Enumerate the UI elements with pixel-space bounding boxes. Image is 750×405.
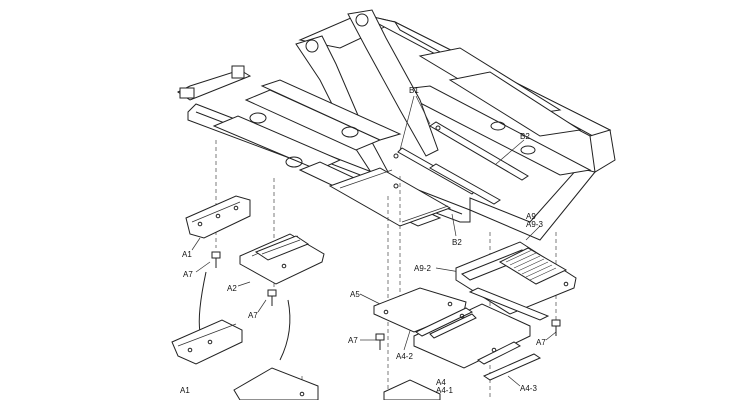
label-a4-2: A4-2 [396,352,413,361]
bottom-plate-left [233,367,319,401]
label-a5: A5 [350,290,360,299]
part-a9 [455,241,577,321]
bolt-a7-left [211,251,221,268]
label-a4-1: A4-1 [436,386,453,395]
label-a1-top: A1 [182,250,192,259]
label-a1-bottom: A1 [180,386,190,395]
label-a4-3: A4-3 [520,384,537,393]
label-a7-left: A7 [183,270,193,279]
bottom-plate-center [383,379,441,401]
label-a7-lower: A7 [348,336,358,345]
label-b2-bottom: B2 [452,238,462,247]
cable-pieces [198,271,291,361]
label-a2: A2 [227,284,237,293]
part-a4 [413,303,542,381]
label-a4: A4 [436,378,446,387]
part-a1-upper [185,195,251,239]
bolt-a7-mid [267,289,277,306]
label-a7-mid: A7 [248,311,258,320]
label-a9: A9 [526,212,536,221]
bolt-a7-lower [375,333,385,350]
label-a9-3: A9-3 [526,220,543,229]
part-a1-lower [171,319,243,365]
bolt-a7-right [551,319,561,336]
label-b2-top: B2 [520,132,530,141]
label-b1: B1 [409,86,419,95]
main-frame [177,9,616,241]
part-a2 [239,233,325,285]
label-a9-2: A9-2 [414,264,431,273]
label-a7-right: A7 [536,338,546,347]
